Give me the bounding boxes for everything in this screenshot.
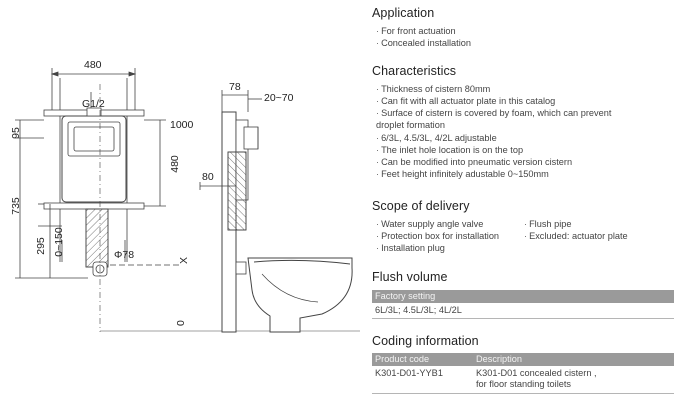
dim-outlet-diameter: Φ78 bbox=[114, 249, 134, 261]
dim-pipe: G1/2 bbox=[82, 98, 105, 110]
dim-outlet-height: 295 bbox=[35, 237, 47, 255]
characteristics-item: ·Thickness of cistern 80mm bbox=[376, 84, 491, 94]
characteristics-item: ·Surface of cistern is covered by foam, … bbox=[376, 108, 612, 118]
characteristics-item: droplet formation bbox=[376, 120, 445, 130]
product-description: K301-D01 concealed cistern , bbox=[476, 368, 597, 378]
delivery-item: ·Protection box for installation bbox=[376, 231, 500, 241]
delivery-item: ·Excluded: actuator plate bbox=[524, 231, 628, 241]
characteristics-item: ·Feet height infinitely adustable 0~150m… bbox=[376, 169, 549, 179]
technical-drawing: 480 G1/2 95 1000 480 735 295 0~150 Φ78 X… bbox=[10, 59, 360, 333]
dim-box-height: 480 bbox=[169, 155, 181, 173]
characteristics-heading: Characteristics bbox=[372, 64, 457, 78]
coding-table-header: Product code Description bbox=[372, 353, 674, 366]
dim-x-mark: X bbox=[178, 257, 190, 264]
dim-top-offset: 95 bbox=[10, 127, 22, 139]
dim-side-range: 20~70 bbox=[264, 92, 294, 104]
flush-header-label: Factory setting bbox=[375, 291, 436, 301]
application-item: ·Concealed installation bbox=[376, 38, 471, 48]
coding-col-code: Product code bbox=[375, 354, 430, 364]
application-item: ·For front actuation bbox=[376, 26, 456, 36]
product-description-cont: for floor standing toilets bbox=[476, 379, 571, 389]
dim-pipe-height: 1000 bbox=[170, 119, 194, 131]
dim-width: 480 bbox=[84, 59, 102, 71]
characteristics-item: ·6/3L, 4.5/3L, 4/2L adjustable bbox=[376, 133, 497, 143]
delivery-item: ·Water supply angle valve bbox=[376, 219, 484, 229]
characteristics-item: ·Can be modified into pneumatic version … bbox=[376, 157, 573, 167]
coding-col-description: Description bbox=[476, 354, 522, 364]
dim-zero-mark: 0 bbox=[175, 320, 187, 326]
application-heading: Application bbox=[372, 6, 435, 20]
spec-panel: Application ·For front actuation ·Concea… bbox=[372, 0, 674, 400]
delivery-item: ·Flush pipe bbox=[524, 219, 572, 229]
toilet-bowl-outline bbox=[247, 257, 353, 333]
characteristics-item: ·Can fit with all actuator plate in this… bbox=[376, 96, 556, 106]
dim-foot-adjust: 0~150 bbox=[53, 227, 65, 257]
side-view bbox=[199, 90, 262, 333]
dim-total-height: 735 bbox=[10, 197, 22, 215]
flush-table-header: Factory setting bbox=[372, 290, 674, 303]
characteristics-item: ·The inlet hole location is on the top bbox=[376, 145, 524, 155]
delivery-heading: Scope of delivery bbox=[372, 199, 470, 213]
flush-heading: Flush volume bbox=[372, 270, 448, 284]
flush-table-line bbox=[372, 318, 674, 319]
delivery-item: ·Installation plug bbox=[376, 243, 445, 253]
coding-table-line bbox=[372, 393, 674, 394]
dim-side-width: 78 bbox=[229, 81, 241, 93]
product-code: K301-D01-YYB1 bbox=[375, 368, 443, 378]
dim-depth: 80 bbox=[202, 171, 214, 183]
coding-heading: Coding information bbox=[372, 334, 479, 348]
flush-value: 6L/3L; 4.5L/3L; 4L/2L bbox=[375, 305, 462, 315]
front-view bbox=[15, 68, 360, 332]
